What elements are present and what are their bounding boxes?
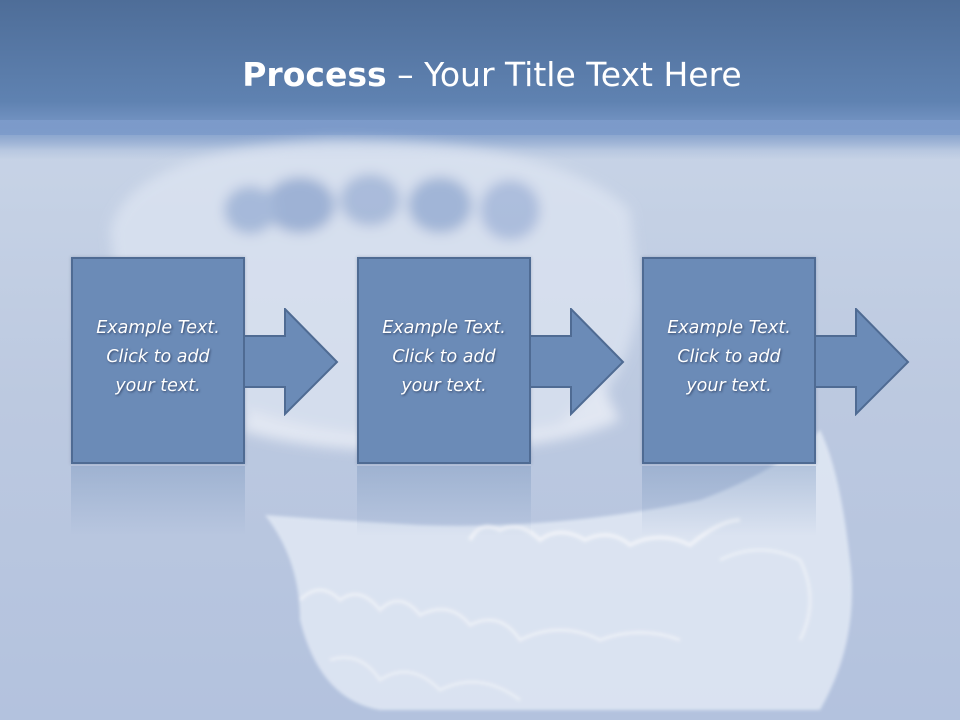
title-rest: – Your Title Text Here — [386, 55, 742, 94]
step-text-line: Example Text. — [667, 318, 791, 338]
step-text-line: Click to add — [106, 347, 210, 367]
step-text-line: Click to add — [677, 347, 781, 367]
arrow-right-icon — [814, 308, 910, 416]
step-text-line: Example Text. — [382, 318, 506, 338]
step-text-line: your text. — [115, 376, 201, 396]
process-step-2[interactable]: Example Text. Click to add your text. — [357, 257, 531, 464]
step-text-line: your text. — [401, 376, 487, 396]
slide-title: Process – Your Title Text Here — [0, 52, 960, 98]
step-reflection — [357, 466, 531, 536]
step-text: Example Text. Click to add your text. — [359, 314, 529, 401]
step-text-line: Example Text. — [96, 318, 220, 338]
title-bold: Process — [242, 55, 387, 94]
process-step-3[interactable]: Example Text. Click to add your text. — [642, 257, 816, 464]
arrow-right-icon — [529, 308, 625, 416]
step-reflection — [642, 466, 816, 536]
process-step-1[interactable]: Example Text. Click to add your text. — [71, 257, 245, 464]
header-band — [0, 0, 960, 135]
step-text-line: Click to add — [392, 347, 496, 367]
step-reflection — [71, 466, 245, 536]
step-text-line: your text. — [686, 376, 772, 396]
arrow-right-icon — [243, 308, 339, 416]
step-text: Example Text. Click to add your text. — [644, 314, 814, 401]
step-text: Example Text. Click to add your text. — [73, 314, 243, 401]
